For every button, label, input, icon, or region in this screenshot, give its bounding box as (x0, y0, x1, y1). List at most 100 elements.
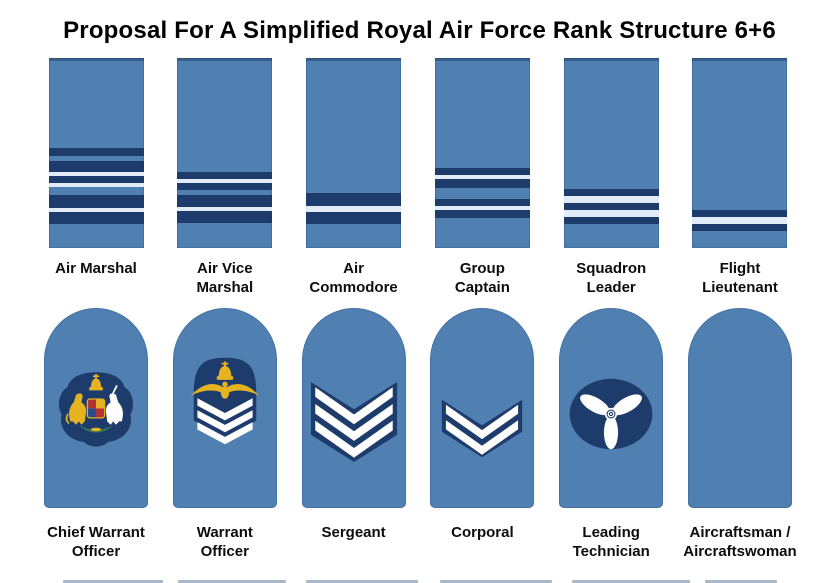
rank-label-line: Leader (586, 279, 636, 296)
rank-stripes (434, 168, 530, 218)
rank-label: Aircraftsman / Aircraftswoman (670, 523, 810, 561)
stripe-white (177, 179, 273, 183)
rank-label: Corporal (412, 523, 552, 542)
sleeve-stripe-insignia (434, 58, 530, 248)
epaulette (687, 308, 792, 508)
stripe-navy (692, 224, 788, 231)
sleeve-stripe-insignia (177, 58, 273, 248)
stripe-navy (434, 168, 530, 175)
rank-label-line: Leading (582, 524, 640, 541)
rank-label-line: Officer (71, 543, 121, 560)
stripe-navy (563, 203, 659, 210)
rank-stripes (563, 189, 659, 224)
stripe-white (563, 210, 659, 217)
epaulette (44, 308, 148, 508)
stripe-navy (48, 212, 144, 224)
bottom-crop-strip (0, 580, 839, 583)
stripe-navy (48, 176, 144, 183)
sleeve-stripe-insignia (306, 58, 402, 248)
stripe-navy (177, 211, 273, 223)
stripe-white (434, 206, 530, 210)
stripe-navy (177, 195, 273, 207)
rank-label-line: Lieutenant (702, 279, 778, 296)
epaulette (559, 308, 664, 508)
rank-label-line: Sergeant (321, 524, 386, 541)
rank-label-line: Flight (719, 260, 761, 277)
stripe-white (177, 207, 273, 211)
cropped-shape (705, 580, 777, 583)
stripe-navy (306, 212, 402, 224)
rank-label-line: Officer (200, 543, 249, 560)
page-title: Proposal For A Simplified Royal Air Forc… (63, 17, 776, 44)
sleeve-stripe-insignia (563, 58, 659, 248)
cropped-shape (572, 580, 690, 583)
rank-label: Air Marshal (26, 259, 166, 278)
rank-label-line: Corporal (451, 524, 514, 541)
royal-arms-icon (53, 368, 139, 454)
rank-stripes (692, 210, 788, 231)
rank-label-line: Air Marshal (55, 260, 137, 277)
stripe-white (48, 208, 144, 212)
cropped-shape (178, 580, 286, 583)
sleeve-stripe-insignia (48, 58, 144, 248)
stripe-navy (692, 210, 788, 217)
officer-rank-air-marshal: Air Marshal (33, 58, 159, 297)
rank-label: Sergeant (284, 523, 424, 542)
stripe-navy (434, 210, 530, 218)
stripe-white (48, 183, 144, 187)
stripe-white (434, 175, 530, 179)
stripe-navy (48, 148, 144, 156)
other-rank-sergeant: Sergeant (291, 308, 417, 561)
stripe-white (306, 206, 402, 212)
stripe-navy (563, 217, 659, 224)
epaulette (172, 308, 277, 508)
stripe-light (435, 188, 530, 199)
stripe-navy (306, 193, 402, 206)
stripe-navy (177, 172, 273, 179)
stripe-navy (48, 161, 144, 172)
rank-label-line: Group (459, 260, 505, 277)
rank-label-line: Squadron (576, 260, 647, 277)
epaulette (301, 308, 406, 508)
stripe-white (692, 217, 788, 224)
rank-label-line: Air (343, 260, 365, 277)
two-chevrons-icon (442, 399, 523, 458)
rank-label-line: Air Vice (197, 260, 253, 277)
rank-label-line: Captain (454, 279, 510, 296)
rank-label-line: Aircraftsman / (689, 524, 791, 541)
cropped-shape (440, 580, 552, 583)
rank-label-line: Warrant (196, 524, 253, 541)
epaulette (430, 308, 535, 508)
stripe-navy (434, 199, 530, 206)
cropped-shape (306, 580, 418, 583)
rank-label-line: Commodore (309, 279, 398, 296)
crown-eagle-chevrons-icon (190, 357, 259, 445)
rank-label-line: Technician (572, 543, 650, 560)
stripe-navy (48, 195, 144, 208)
other-rank-aircraftsman-aircraftswoman: Aircraftsman / Aircraftswoman (677, 308, 803, 561)
stripe-white (563, 196, 659, 203)
stripe-navy (177, 183, 273, 190)
stripe-white (48, 172, 144, 176)
stripe-navy (563, 189, 659, 196)
rank-stripes (306, 193, 402, 224)
rank-label-line: Aircraftswoman (683, 543, 797, 560)
stripe-light (49, 187, 144, 195)
